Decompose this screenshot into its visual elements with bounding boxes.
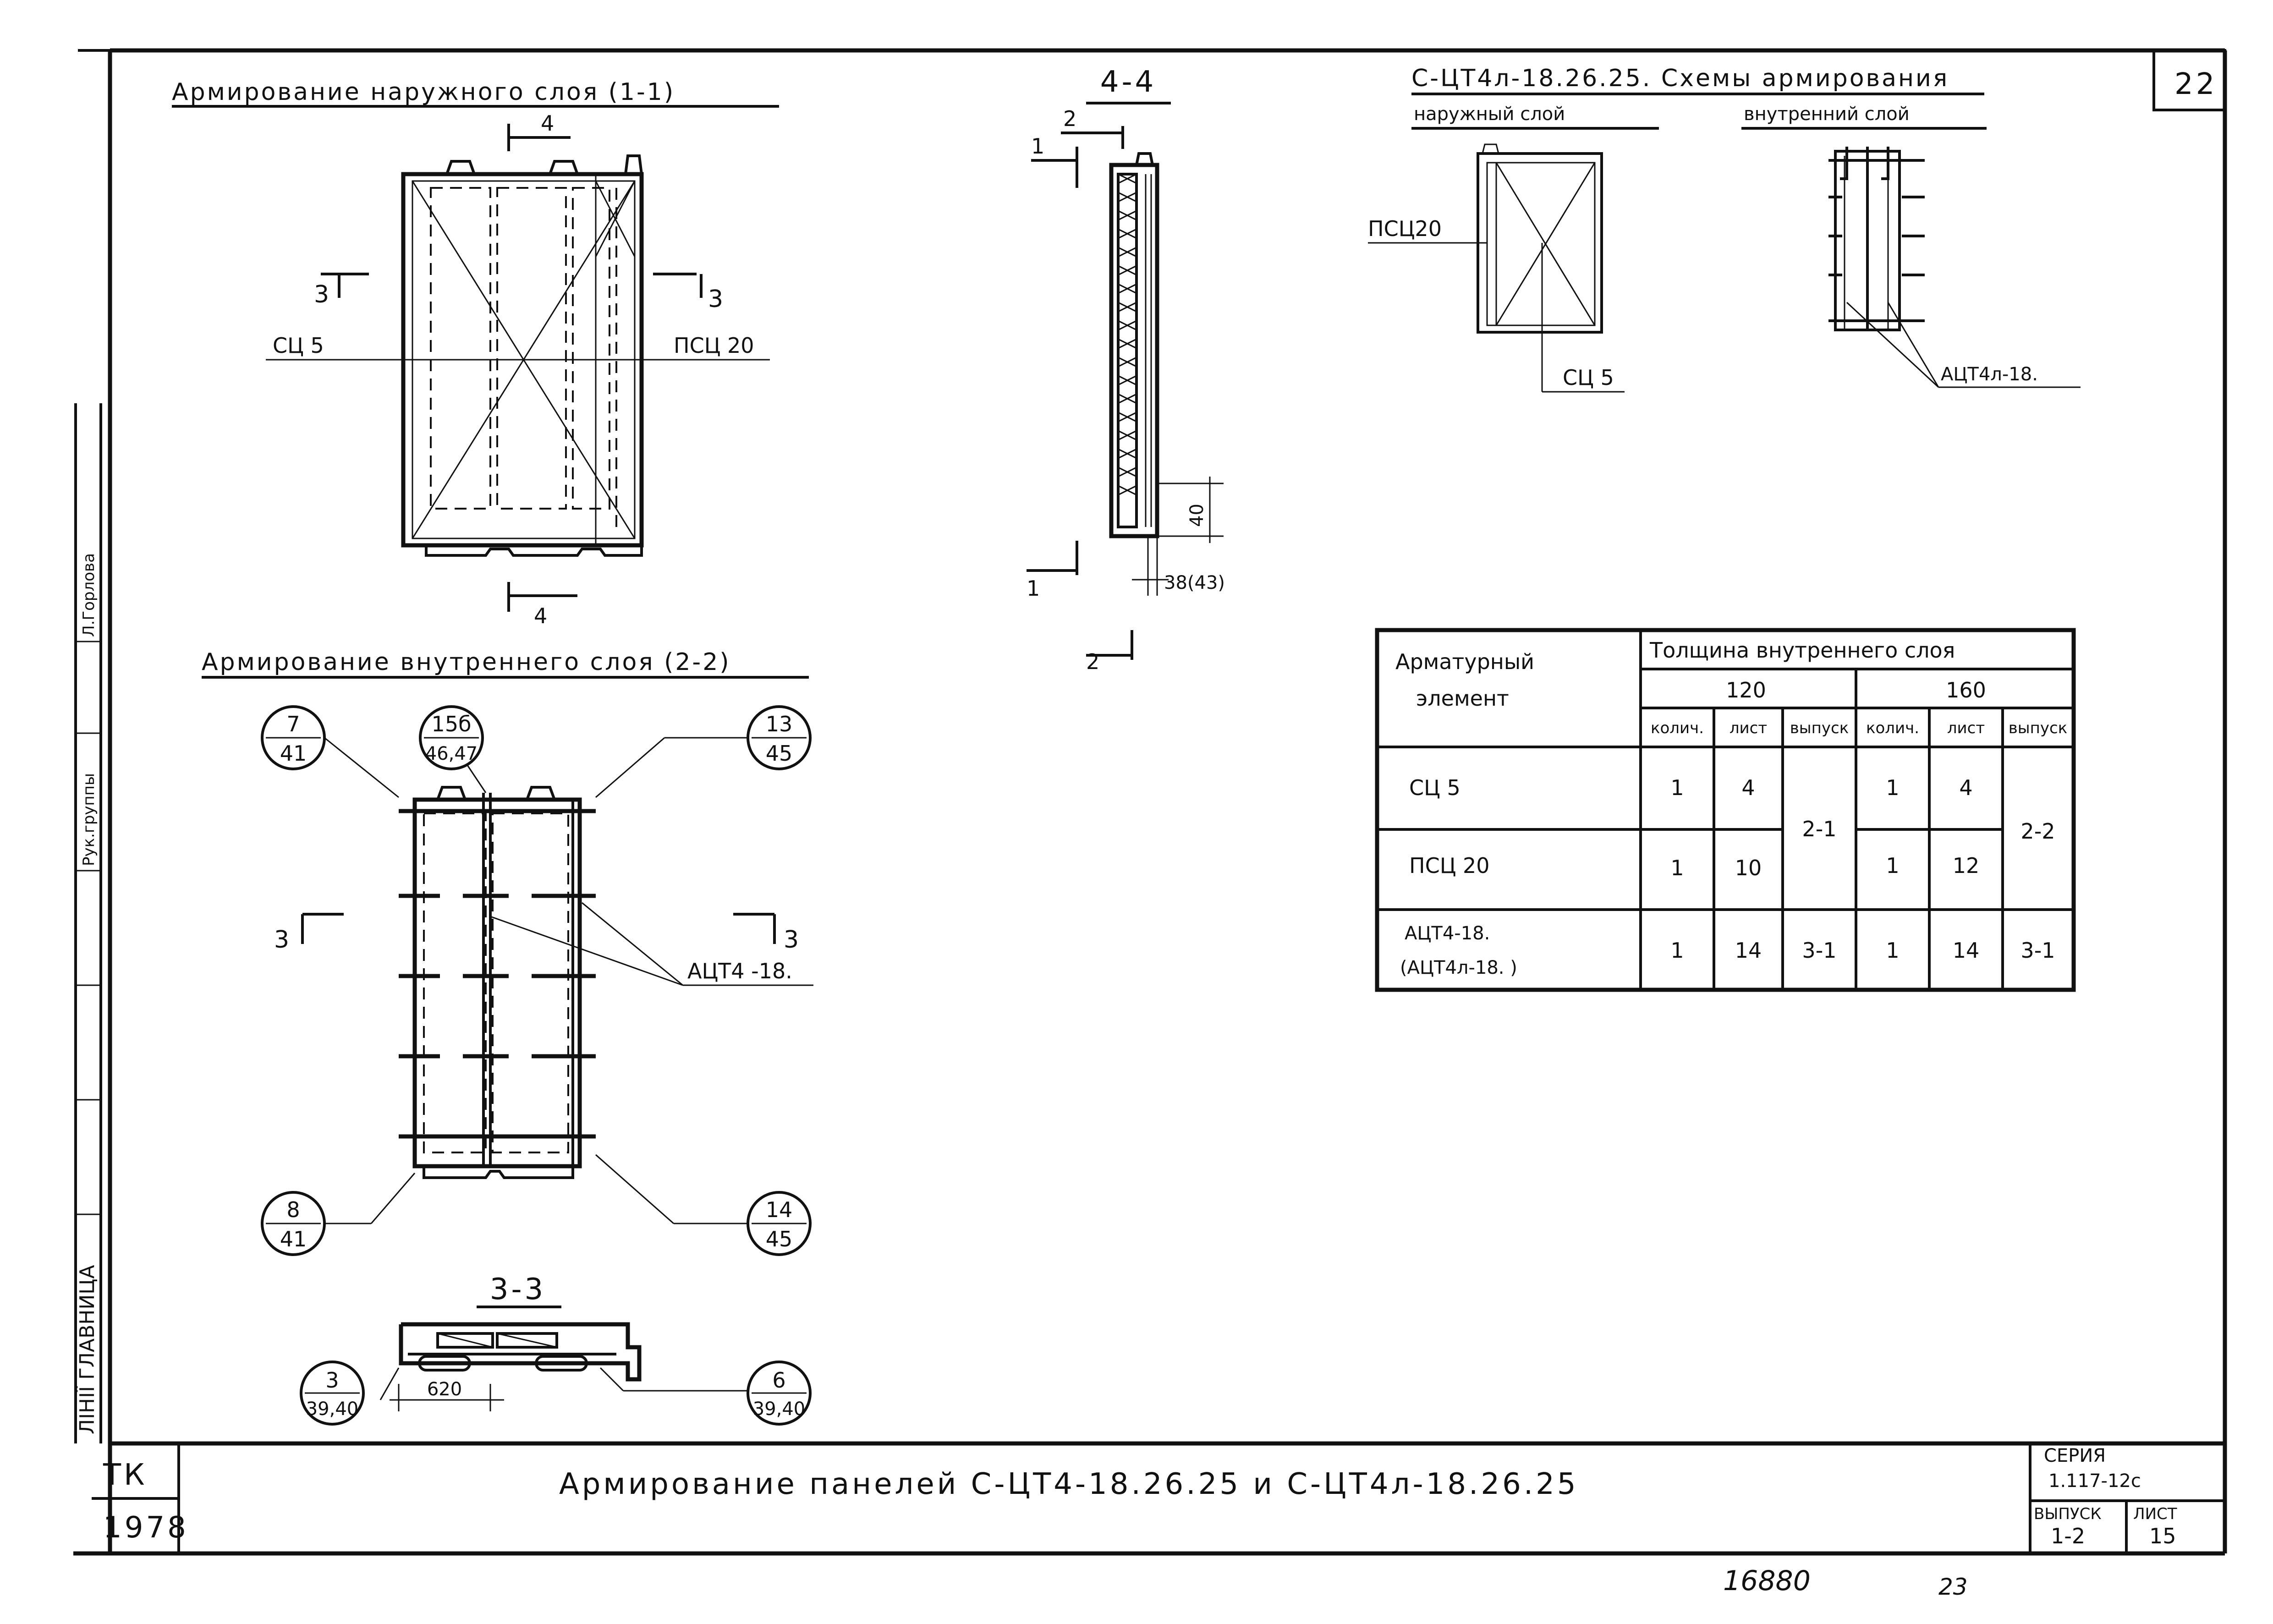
main-title: Армирование панелей С-ЦТ4-18.26.25 и С-Ц… (559, 1467, 1579, 1501)
table-row3-v2: 3-1 (2020, 938, 2055, 963)
section-33-title: 3-3 (490, 1273, 546, 1306)
table-row2-element: ПСЦ 20 (1409, 853, 1490, 878)
callout-13-top: 13 (766, 712, 793, 736)
stamp-code: ТК (103, 1458, 148, 1492)
schemes-label-psc: ПСЦ20 (1368, 216, 1442, 241)
dim-40: 40 (1186, 504, 1208, 527)
table-thickness-120: 120 (1726, 678, 1766, 702)
table-header-element-2: элемент (1416, 686, 1509, 711)
table-row1-q2: 1 (1886, 775, 1899, 800)
schemes-outer-sub: наружный слой (1414, 104, 1565, 125)
callout-8-top: 8 (286, 1197, 300, 1222)
inner-layer-title: Армирование внутреннего слоя (2-2) (202, 648, 731, 676)
side-role: Рук.группы (80, 773, 98, 866)
section-44-title: 4-4 (1100, 65, 1157, 99)
table-row3-q2: 1 (1886, 938, 1899, 963)
callout-6-top: 6 (772, 1368, 785, 1393)
table-row1-q1: 1 (1670, 775, 1684, 800)
schemes-label-act: АЦТ4л-18. (1941, 364, 2038, 385)
series-value: 1.117-12с (2048, 1470, 2141, 1492)
callout-13-bottom: 45 (766, 741, 793, 766)
callout-6-bottom: 39,40 (753, 1399, 806, 1420)
outer-cut-left: 3 (314, 281, 331, 308)
table-thickness-160: 160 (1946, 678, 1986, 702)
issue-label: ВЫПУСК (2034, 1505, 2102, 1523)
table-row3-element-alt: (АЦТ4л-18. ) (1400, 957, 1517, 978)
table-merged-issue-2: 2-2 (2020, 819, 2055, 844)
insulation-hatch (1118, 173, 1137, 496)
table-row3-element: АЦТ4-18. (1405, 923, 1490, 944)
outer-cut-bottom: 4 (534, 604, 547, 628)
table-sub-sheet-1: лист (1729, 719, 1767, 737)
series-label: СЕРИЯ (2044, 1445, 2106, 1466)
table-merged-issue-1: 2-1 (1802, 817, 1836, 841)
table-sub-issue-1: выпуск (1790, 719, 1849, 737)
table-header-element-1: Арматурный (1395, 649, 1534, 674)
reinforcement-schemes: С-ЦТ4л-18.26.25. Схемы армирования наруж… (1368, 65, 2081, 393)
table-sub-sheet-2: лист (1947, 719, 1985, 737)
callout-15b-bottom: 46,47 (425, 743, 478, 764)
callout-15b-top: 15б (432, 712, 472, 736)
table-row3-q1: 1 (1670, 938, 1684, 963)
sheet-label: ЛИСТ (2133, 1505, 2177, 1523)
side-name: Л.Горлова (80, 553, 98, 637)
issue-value: 1-2 (2051, 1524, 2085, 1548)
section-4-4: 4-4 (1027, 65, 1224, 660)
sec44-mark-1-top: 1 (1031, 134, 1044, 159)
stamp-year: 1978 (103, 1511, 189, 1545)
table-row1-l1: 4 (1741, 775, 1755, 800)
callout-3-top: 3 (325, 1368, 339, 1393)
callout-8-bottom: 41 (280, 1227, 307, 1251)
callout-14-bottom: 45 (766, 1227, 793, 1251)
side-stamp-text: ЛІНІЇ ГЛАВНИЦА (75, 1265, 99, 1434)
sheet-frame (73, 48, 2227, 1556)
table-row2-l1: 10 (1735, 856, 1762, 880)
table-sub-issue-2: выпуск (2009, 719, 2067, 737)
callout-7-bottom: 41 (280, 741, 307, 766)
reinforcement-table (1375, 628, 2076, 992)
schemes-label-sc: СЦ 5 (1563, 365, 1614, 390)
callout-3-bottom: 39,40 (306, 1399, 359, 1420)
callout-7-top: 7 (286, 712, 300, 736)
table-row1-l2: 4 (1959, 775, 1972, 800)
outer-label-psc20: ПСЦ 20 (674, 333, 754, 358)
table-sub-qty-1: колич. (1651, 719, 1704, 737)
dim-38: 38(43) (1164, 572, 1225, 593)
inner-layer-view: Армирование внутреннего слоя (2-2) (202, 648, 813, 1256)
table-row2-l2: 12 (1953, 853, 1980, 878)
outer-layer-view: Армирование наружного слоя (1-1) (172, 78, 779, 612)
table-row3-l1: 14 (1735, 938, 1762, 963)
inner-leader-label: АЦТ4 -18. (687, 959, 792, 983)
schemes-title: С-ЦТ4л-18.26.25. Схемы армирования (1411, 65, 1949, 92)
table-row3-v1: 3-1 (1802, 938, 1836, 963)
sheet-number-top: 22 (2174, 67, 2217, 101)
dim-620: 620 (427, 1379, 462, 1400)
sec44-mark-1-bottom: 1 (1027, 576, 1040, 601)
callout-14-top: 14 (766, 1197, 793, 1222)
table-row3-l2: 14 (1953, 938, 1980, 963)
table-row2-q2: 1 (1886, 853, 1899, 878)
handwritten-small: 23 (1938, 1574, 1968, 1600)
inner-cut-left: 3 (274, 926, 291, 954)
sec44-mark-2-bottom: 2 (1086, 649, 1099, 674)
outer-label-sc5: СЦ 5 (273, 333, 324, 358)
outer-cut-right: 3 (708, 285, 725, 313)
outer-layer-title: Армирование наружного слоя (1-1) (172, 78, 675, 106)
schemes-inner-sub: внутренний слой (1744, 104, 1910, 125)
table-sub-qty-2: колич. (1866, 719, 1919, 737)
handwritten-number: 16880 (1723, 1565, 1811, 1597)
inner-cut-right: 3 (784, 926, 801, 954)
sec44-mark-2-top: 2 (1063, 106, 1076, 131)
table-row1-element: СЦ 5 (1409, 775, 1460, 800)
outer-cut-top: 4 (541, 111, 554, 136)
section-3-3: 3-3 (300, 1273, 812, 1426)
table-row2-q1: 1 (1670, 856, 1684, 880)
table-header-thickness: Толщина внутреннего слоя (1649, 638, 1955, 663)
sheet-value: 15 (2149, 1524, 2176, 1548)
